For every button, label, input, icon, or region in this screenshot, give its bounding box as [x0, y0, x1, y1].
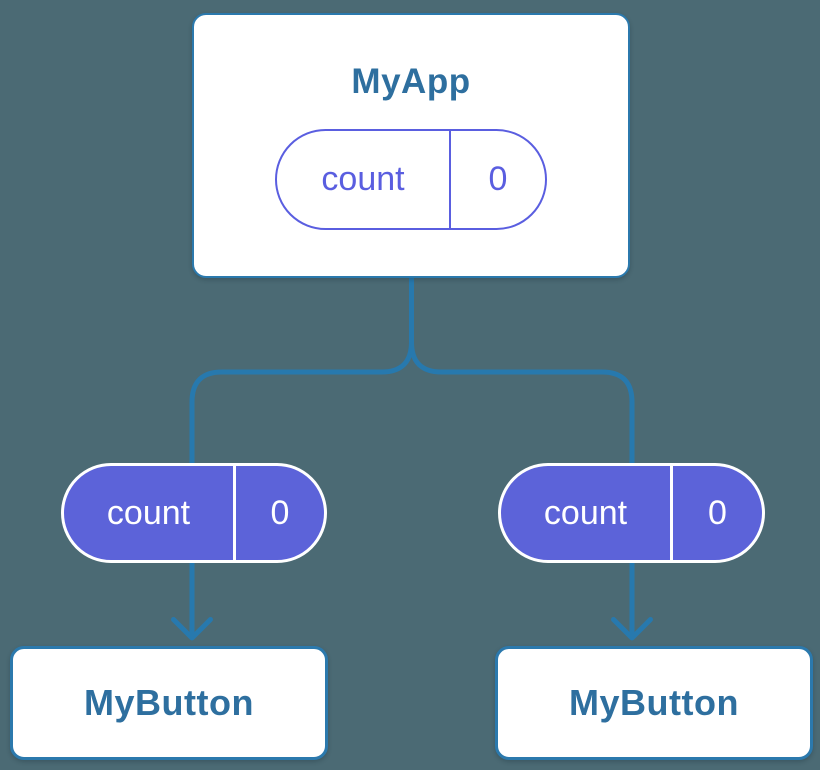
- mybutton-card-left: MyButton: [10, 646, 328, 760]
- component-title: MyApp: [351, 62, 471, 101]
- prop-pill-label: count: [64, 466, 236, 560]
- component-title: MyButton: [569, 682, 739, 723]
- component-title: MyButton: [84, 682, 254, 723]
- myapp-card: MyApp count 0: [192, 13, 630, 278]
- prop-pill-left: count 0: [61, 463, 327, 563]
- arrow-down-icon: [611, 617, 653, 641]
- connector-right-branch: [409, 275, 635, 640]
- connector-left-branch: [189, 275, 414, 640]
- state-pill-value: 0: [488, 160, 508, 198]
- prop-pill-right: count 0: [498, 463, 765, 563]
- prop-pill-value: 0: [270, 493, 290, 532]
- prop-pill-value: 0: [708, 493, 727, 532]
- state-pill: count 0: [275, 129, 547, 230]
- state-pill-label: count: [277, 131, 451, 228]
- arrow-down-icon: [171, 617, 213, 641]
- mybutton-card-right: MyButton: [495, 646, 813, 760]
- prop-pill-label: count: [501, 466, 673, 560]
